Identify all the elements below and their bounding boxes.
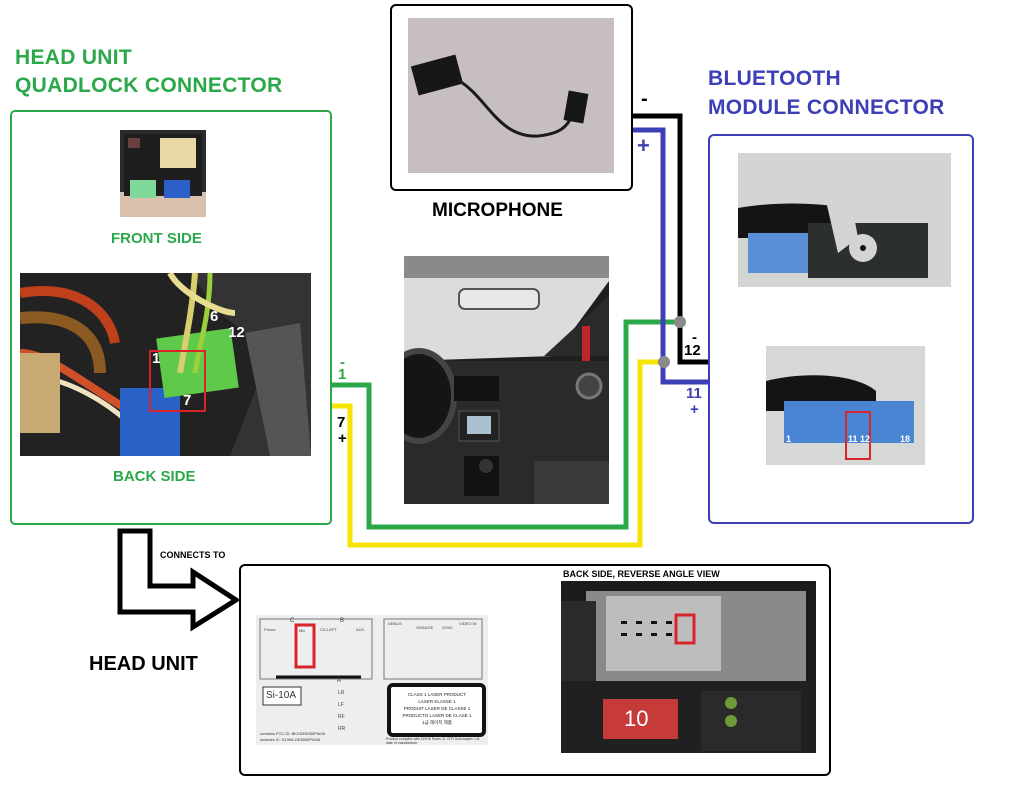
blue-wire-pin: 11 — [686, 385, 702, 402]
sticker-section-b: B — [340, 618, 345, 624]
black-wire-polarity: - — [692, 329, 697, 346]
connects-to-arrow — [117, 528, 241, 632]
laser-line-2: LASER KLASSE 1 — [418, 699, 456, 704]
car-interior-photo — [404, 256, 609, 504]
back-pin-6: 6 — [210, 308, 219, 325]
laser-line-5: 1급 레이저 제품 — [422, 720, 452, 725]
yellow-wire-pin: 7 — [337, 414, 346, 431]
black-wire-pin: 12 — [684, 342, 701, 359]
title-line-2: QUADLOCK CONNECTOR — [15, 74, 283, 97]
title-line-2: MODULE CONNECTOR — [708, 96, 945, 119]
connects-to-label: CONNECTS TO — [160, 550, 226, 560]
laser-line-1: CLASS 1 LASER PRODUCT — [407, 692, 467, 697]
sticker-group-phone: Phone — [264, 627, 276, 632]
sticker-speaker-lf: LF — [338, 702, 344, 708]
sticker-model: Si-10A — [266, 690, 297, 701]
bt-connector-side-photo — [738, 153, 951, 287]
fcc-line-1: contains FCC ID: BKXDE5050PIA06 — [260, 731, 325, 736]
sticker-group-mic: Mic — [299, 628, 306, 633]
bt-pin-11: 11 — [848, 434, 858, 444]
sticker-speaker-lr: LR — [338, 690, 345, 696]
blue-wire-polarity: + — [690, 401, 699, 418]
sticker-fcc: contains FCC ID: BKXDE5050PIA06 includes… — [260, 731, 325, 743]
head-unit-connector-title: HEAD UNIT QUADLOCK CONNECTOR — [15, 44, 283, 100]
junction-green-black — [674, 316, 686, 328]
sticker-section-c: C — [290, 618, 295, 624]
sticker-group-sync: SYNC — [442, 625, 454, 630]
fuse-value: 10 — [624, 706, 649, 731]
head-unit-label: HEAD UNIT — [89, 653, 198, 675]
back-side-label: BACK SIDE — [113, 468, 196, 485]
yellow-wire — [332, 359, 664, 548]
fcc-line-2: includes IC: 5139A-DE5050PIA06 — [260, 737, 321, 742]
green-wire-polarity: - — [340, 354, 345, 371]
microphone-panel — [390, 4, 633, 191]
blue-wire — [632, 127, 710, 385]
yellow-wire-polarity: + — [338, 430, 347, 447]
sticker-group-debus: DEBUS — [388, 621, 402, 626]
sticker-compliance: Product complies with DHHS Rules 21 CFR … — [386, 737, 480, 745]
bt-connector-pins-photo: 1 11 12 18 — [766, 346, 925, 465]
green-wire — [332, 319, 680, 530]
bt-pin-12: 12 — [860, 434, 871, 444]
back-side-photo: 1 6 7 12 — [20, 273, 311, 456]
microphone-photo — [408, 18, 614, 173]
head-unit-label-sticker: Si-10A C B A Phone Mic CD-LEFT AUX DEBUS… — [256, 615, 488, 745]
bt-pin-1: 1 — [786, 434, 792, 444]
back-pin-1: 1 — [152, 350, 161, 367]
sticker-group-video: VIDEO IN — [459, 621, 477, 626]
sticker-section-a: A — [337, 678, 342, 684]
sticker-laser-text: CLASS 1 LASER PRODUCT LASER KLASSE 1 PRO… — [390, 691, 484, 726]
microphone-minus: - — [641, 88, 648, 110]
sticker-speaker-rr: RR — [338, 726, 346, 732]
sticker-group-cdleft: CD-LEFT — [320, 627, 337, 632]
junction-yellow-blue — [658, 356, 670, 368]
front-side-label: FRONT SIDE — [111, 230, 202, 247]
reverse-view-photo: 10 — [561, 581, 816, 753]
microphone-label: MICROPHONE — [432, 200, 563, 221]
sticker-group-aux: AUX — [356, 627, 365, 632]
sticker-speaker-rf: RF — [338, 714, 345, 720]
reverse-view-label: BACK SIDE, REVERSE ANGLE VIEW — [563, 569, 720, 579]
laser-line-4: PRODUCTO LASER DE CLASE 1 — [402, 713, 472, 718]
back-pin-7: 7 — [183, 392, 192, 409]
black-wire — [632, 113, 710, 365]
title-line-1: HEAD UNIT — [15, 46, 133, 69]
front-side-photo — [120, 130, 206, 217]
sticker-group-orange: ORANGE — [416, 625, 434, 630]
bt-pin-18: 18 — [900, 434, 911, 444]
green-wire-pin: 1 — [338, 366, 347, 383]
bluetooth-module-title: BLUETOOTH MODULE CONNECTOR — [708, 64, 945, 122]
back-pin-12: 12 — [228, 324, 245, 341]
microphone-plus: + — [637, 133, 650, 158]
laser-line-3: PRODUIT LASER DE CLASSE 1 — [403, 706, 471, 711]
title-line-1: BLUETOOTH — [708, 67, 841, 90]
